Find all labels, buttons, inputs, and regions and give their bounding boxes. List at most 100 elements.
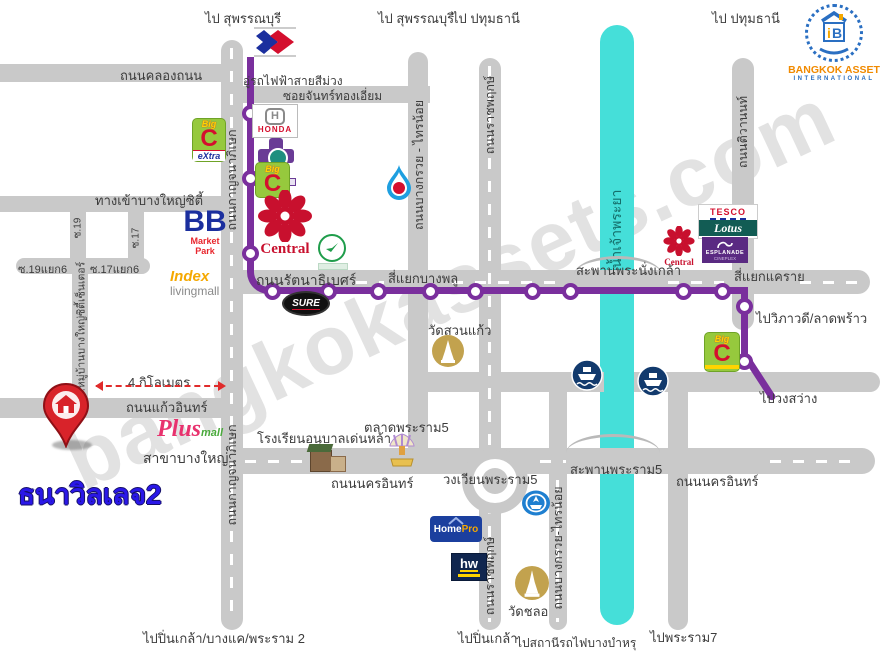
honda-logo: H HONDA	[252, 104, 298, 138]
denla-school-icon	[306, 444, 346, 472]
bigc-c: C	[263, 170, 282, 197]
map-title: ธนาวิลเลจ2	[18, 479, 162, 510]
mrt-station	[264, 283, 281, 300]
label-rama5-bridge: สะพานพระราม5	[570, 462, 663, 477]
label-chanthong-iam: ซอยจันทร์ทองเอี่ยม	[283, 89, 383, 103]
bigc-extra-logo: Big C eXtra	[192, 118, 226, 162]
distance-arrow	[96, 385, 220, 387]
central-flower-icon	[258, 189, 312, 243]
homeworks-logo: hw	[451, 553, 487, 581]
road-bangyai-entrance	[0, 196, 233, 212]
school-building-roof	[306, 444, 334, 452]
label-wongwian-rama5: วงเวียนพระราม5	[443, 472, 538, 487]
label-kaew-in: ถนนแก้วอินทร์	[126, 400, 208, 415]
dest-suphanburi-1: ไป สุพรรณบุรี	[205, 11, 282, 26]
dash-rattanathibet-4	[800, 281, 862, 284]
label-depot: อู่รถไฟฟ้าสายสีม่วง	[243, 74, 343, 88]
bigc-extra-c: C	[200, 124, 218, 152]
label-bangyai-entrance: ทางเข้าบางใหญ่ซิตี้	[95, 193, 204, 208]
label-soi17: ซ.17	[130, 227, 142, 249]
rama5-roundabout-center	[482, 468, 508, 494]
school-building-wing	[330, 456, 346, 472]
dash-nakhon-in-2	[540, 460, 566, 463]
central-rattanathibet-logo: Central	[656, 225, 702, 267]
esplanade-wordmark: ESPLANADE	[705, 249, 745, 256]
dest-pathumthani-1: ไป ปทุมธานี	[452, 11, 520, 26]
ferry-pier-icon-east	[637, 365, 669, 397]
honda-wordmark: HONDA	[257, 125, 293, 134]
label-ratchaphruek-top: ถนนราชพฤกษ์	[483, 75, 497, 155]
bigc-extra-big: Big	[201, 118, 217, 129]
label-plusmall-branch: สาขาบางใหญ่	[143, 450, 229, 466]
plusmall-logo: Plusmall	[152, 416, 228, 450]
dash-rattanathibet-2	[452, 281, 564, 284]
dest-pathumthani-2: ไป ปทุมธานี	[712, 11, 780, 26]
label-tiwanon: ถนนติวานนท์	[736, 95, 750, 169]
central-westgate-logo: Central	[256, 189, 314, 260]
esplanade-swirl-icon	[717, 241, 733, 248]
road-soi19-stub	[70, 200, 86, 270]
bigc-logo-wongsawang: Big C	[704, 332, 740, 372]
dash-rattanathibet-3	[668, 281, 724, 284]
index-sub-wordmark: livingmall	[170, 284, 220, 298]
label-khaerai: สี่แยกแคราย	[734, 269, 805, 284]
label-soi19-yaek6: ซ.19แยก6	[18, 264, 68, 276]
blue-emblem-logo	[521, 488, 551, 518]
green-circle-icon	[318, 234, 346, 262]
wat-chalo-icon	[515, 566, 549, 600]
property-location-pin	[42, 382, 90, 449]
rama5-market-icon	[388, 432, 416, 468]
mrt-station	[370, 283, 387, 300]
dest-pinklao: ไปปิ่นเกล้า	[458, 631, 518, 646]
road-to-rama7	[668, 380, 688, 630]
label-village-center-soi: ซ.หมู่บ้านบางใหญ่ซิตี้เซ็นเตอร์	[75, 261, 88, 399]
dest-rama7: ไปพระราม7	[650, 630, 718, 645]
homepro-pro: Pro	[461, 523, 479, 535]
chao-phraya-river	[600, 25, 634, 625]
bb-wordmark: BB	[183, 205, 227, 238]
bigc-c: C	[713, 340, 731, 367]
sure-logo: SURE	[282, 291, 330, 316]
distance-arrow-left-head	[90, 381, 103, 391]
ferry-pier-icon-west	[571, 359, 603, 391]
tesco-wordmark: TESCO	[709, 207, 746, 220]
dash-ratchaphruek	[488, 66, 491, 622]
label-bangphlu: สี่แยกบางพลู	[388, 271, 459, 286]
mrt-station	[242, 245, 259, 262]
central-wordmark: Central	[260, 241, 310, 257]
brand-wreath-icon: i B	[805, 4, 863, 62]
label-phranangklao: สะพานพระนั่งเกล้า	[576, 263, 682, 278]
green-circle-logo	[318, 234, 348, 270]
index-livingmall-logo: Index livingmall	[170, 268, 220, 300]
sure-wordmark: SURE	[292, 297, 320, 310]
mrt-station	[714, 283, 731, 300]
road-bangkruai-sainoi-upper	[408, 52, 428, 472]
dest-wongsawang: ไปวงสว่าง	[760, 391, 818, 406]
mrt-station	[675, 283, 692, 300]
dest-bangbamru: ไปสถานีรถไฟบางบำหรุ	[516, 636, 637, 650]
esplanade-logo: ESPLANADE CINEPLEX	[702, 237, 748, 263]
depot-diamonds-icon	[254, 27, 296, 57]
svg-text:B: B	[832, 25, 842, 41]
dash-nakhon-in-3	[770, 460, 860, 463]
house-icon	[55, 395, 77, 413]
mrt-station	[562, 283, 579, 300]
green-logo-text-bar	[318, 263, 348, 270]
label-denla-school: โรงเรียนอนุบาลเด่นหล้า	[257, 431, 392, 446]
label-distance-4km: 4 กิโลเมตร	[128, 375, 191, 390]
label-khlongthanon: ถนนคลองถนน	[120, 68, 203, 83]
tesco-lotus-logo: TESCO Lotus	[698, 204, 758, 239]
dest-wipawadi: ไปวิภาวดี/ลาดพร้าว	[756, 311, 868, 326]
homepro-home: Home	[433, 523, 462, 535]
label-rama5-market: ตลาดพระราม5	[364, 420, 449, 435]
mrt-station	[736, 298, 753, 315]
road-wongsawang	[634, 372, 880, 392]
mrt-purple-line-down	[741, 290, 748, 362]
bb-sub-wordmark: Market Park	[190, 236, 220, 256]
label-wat-chalo: วัดชลอ	[508, 604, 549, 619]
label-soi17-yaek6: ซ.17แยก6	[90, 264, 140, 276]
central-flower-icon	[663, 225, 695, 257]
dash-rattanathibet-1	[356, 281, 384, 284]
